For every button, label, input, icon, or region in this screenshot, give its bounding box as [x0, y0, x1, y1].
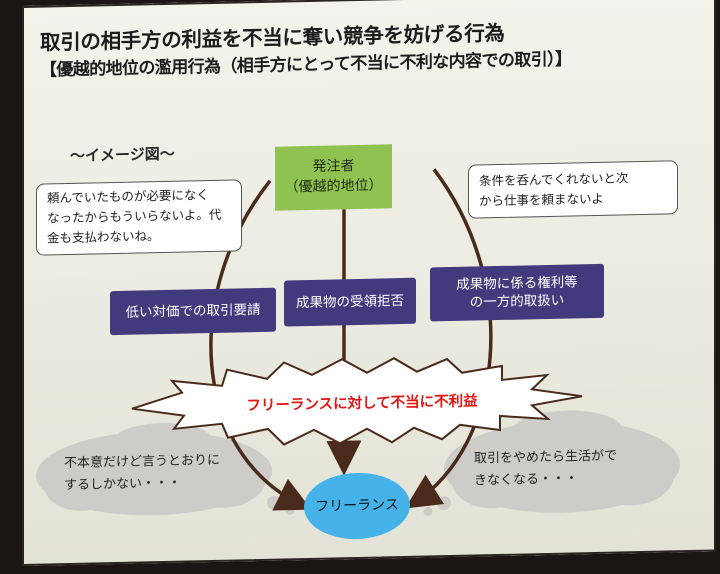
cloud-right-text: 取引をやめたら生活がで きなくなる・・・ [474, 446, 617, 493]
act-box-refusal: 成果物の受領拒否 [284, 277, 416, 327]
unfair-disadvantage-burst [131, 357, 583, 446]
act-label-line2: の一方的取扱い [469, 292, 565, 311]
thought-cloud-right [423, 410, 680, 516]
act-box-low-price: 低い対価での取引要請 [110, 287, 276, 336]
speech-bubble-left: 頼んでいたものが必要になく なったからもういらないよ。代 金も支払わないね。 [36, 179, 242, 256]
speech-left-line3: 金も支払わないね。 [47, 228, 160, 246]
client-label: 発注者 [312, 158, 355, 175]
cloud-right-line2: きなくなる・・・ [474, 471, 579, 489]
cloud-left-text: 不本意だけど言うとおりに するしかない・・・ [64, 450, 220, 497]
client-dominant-position: （優越的地位） [284, 177, 383, 196]
speech-right-line2: から仕事を頼まないよ [479, 190, 604, 209]
right-curved-arrow [405, 168, 493, 509]
act-label: 成果物の受領拒否 [296, 292, 404, 312]
diagram-graphics [36, 168, 680, 516]
cloud-right-line1: 取引をやめたら生活がで [474, 448, 618, 467]
speech-bubble-right: 条件を呑んでくれないと次 から仕事を頼まないよ [468, 160, 678, 219]
client-box: 発注者 （優越的地位） [275, 144, 392, 211]
act-label: 低い対価での取引要請 [125, 302, 261, 321]
slide: 取引の相手方の利益を不当に奪い競争を妨げる行為 【優越的地位の濫用行為（相手方に… [22, 0, 716, 567]
act-box-rights: 成果物に係る権利等 の一方的取扱い [430, 263, 604, 322]
cloud-left-line1: 不本意だけど言うとおりに [64, 452, 221, 472]
thought-cloud-left [36, 423, 295, 516]
cloud-left-line2: するしかない・・・ [64, 475, 182, 494]
speech-left-line2: なったからもういらないよ。代 [47, 206, 222, 226]
